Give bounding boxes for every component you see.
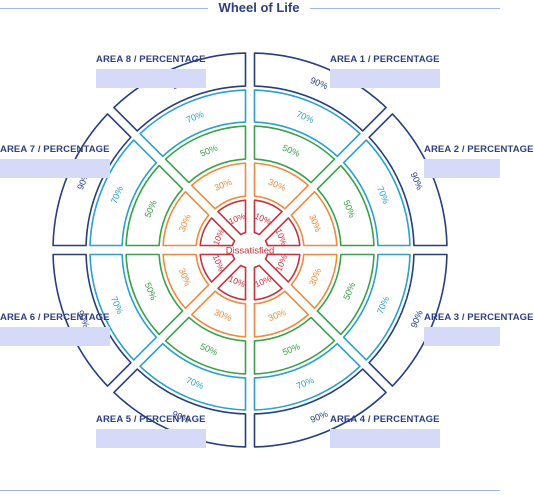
segment-ring-3-area-3[interactable] (316, 253, 375, 336)
segment-ring-5-area-3[interactable] (368, 253, 448, 387)
area-8-label: AREA 8 / PERCENTAGE (96, 54, 206, 65)
segment-ring-5-area-6[interactable] (52, 253, 132, 387)
footer-rule (0, 490, 500, 491)
segment-ring-4-area-4[interactable] (253, 342, 361, 411)
segment-ring-5-area-2[interactable] (368, 113, 448, 247)
ring-3: 50%50%50%50%50%50%50%50% (125, 125, 375, 375)
area-1-input[interactable] (330, 69, 440, 88)
segment-ring-1-area-3[interactable] (264, 253, 301, 283)
segment-ring-1-area-8[interactable] (217, 199, 247, 236)
header-rule-right (310, 8, 500, 9)
segment-ring-2-area-6[interactable] (162, 253, 210, 310)
segment-ring-3-area-7[interactable] (125, 164, 184, 247)
area-3-block: AREA 3 / PERCENTAGE (424, 312, 534, 346)
segment-ring-4-area-7[interactable] (89, 139, 158, 247)
segment-ring-4-area-2[interactable] (342, 139, 411, 247)
segment-ring-1-area-7[interactable] (199, 217, 236, 247)
ring-5: 90%90%90%90%90%90%90%90% (52, 52, 448, 448)
area-5-input[interactable] (96, 429, 206, 448)
area-2-label: AREA 2 / PERCENTAGE (424, 144, 534, 155)
center-label: Dissatisfied (226, 246, 275, 257)
segment-ring-2-area-4[interactable] (253, 290, 310, 338)
segment-ring-5-area-7[interactable] (52, 113, 132, 247)
area-6-block: AREA 6 / PERCENTAGE (0, 312, 110, 346)
area-7-label: AREA 7 / PERCENTAGE (0, 144, 110, 155)
area-1-label: AREA 1 / PERCENTAGE (330, 54, 440, 65)
area-4-label: AREA 4 / PERCENTAGE (330, 414, 440, 425)
segment-ring-2-area-3[interactable] (290, 253, 338, 310)
area-4-input[interactable] (330, 429, 440, 448)
segment-ring-2-area-5[interactable] (190, 290, 247, 338)
area-7-block: AREA 7 / PERCENTAGE (0, 144, 110, 178)
segment-ring-3-area-4[interactable] (253, 316, 336, 375)
segment-ring-2-area-2[interactable] (290, 190, 338, 247)
segment-ring-5-area-1[interactable] (253, 52, 387, 132)
area-8-input[interactable] (96, 69, 206, 88)
segment-ring-3-area-5[interactable] (164, 316, 247, 375)
page-title: Wheel of Life (218, 0, 300, 15)
ring-4: 70%70%70%70%70%70%70%70% (89, 89, 411, 411)
area-6-input[interactable] (0, 327, 110, 346)
area-5-block: AREA 5 / PERCENTAGE (96, 414, 206, 448)
segment-ring-5-area-4[interactable] (253, 368, 387, 448)
segment-ring-3-area-1[interactable] (253, 125, 336, 184)
segment-ring-4-area-8[interactable] (139, 89, 247, 158)
area-2-input[interactable] (424, 159, 500, 178)
area-6-label: AREA 6 / PERCENTAGE (0, 312, 110, 323)
area-7-input[interactable] (0, 159, 110, 178)
segment-ring-2-area-1[interactable] (253, 162, 310, 210)
header-rule-left (0, 8, 208, 9)
area-8-block: AREA 8 / PERCENTAGE (96, 54, 206, 88)
segment-ring-1-area-4[interactable] (253, 264, 283, 301)
segment-ring-4-area-5[interactable] (139, 342, 247, 411)
area-3-label: AREA 3 / PERCENTAGE (424, 312, 534, 323)
segment-ring-2-area-8[interactable] (190, 162, 247, 210)
ring-1: 10%10%10%10%10%10%10%10% (199, 199, 301, 301)
segment-ring-3-area-8[interactable] (164, 125, 247, 184)
segment-ring-4-area-3[interactable] (342, 253, 411, 361)
ring-2: 30%30%30%30%30%30%30%30% (162, 162, 338, 338)
area-4-block: AREA 4 / PERCENTAGE (330, 414, 440, 448)
segment-ring-1-area-2[interactable] (264, 217, 301, 247)
segment-ring-1-area-1[interactable] (253, 199, 283, 236)
area-3-input[interactable] (424, 327, 500, 346)
area-2-block: AREA 2 / PERCENTAGE (424, 144, 534, 178)
area-5-label: AREA 5 / PERCENTAGE (96, 414, 206, 425)
segment-ring-2-area-7[interactable] (162, 190, 210, 247)
segment-ring-3-area-2[interactable] (316, 164, 375, 247)
segment-ring-4-area-1[interactable] (253, 89, 361, 158)
wheel-of-life-diagram: 10%10%10%10%10%10%10%10%30%30%30%30%30%3… (52, 52, 448, 448)
header: Wheel of Life (0, 0, 500, 22)
segment-ring-1-area-6[interactable] (199, 253, 236, 283)
segment-ring-3-area-6[interactable] (125, 253, 184, 336)
area-1-block: AREA 1 / PERCENTAGE (330, 54, 440, 88)
segment-ring-4-area-6[interactable] (89, 253, 158, 361)
segment-ring-1-area-5[interactable] (217, 264, 247, 301)
